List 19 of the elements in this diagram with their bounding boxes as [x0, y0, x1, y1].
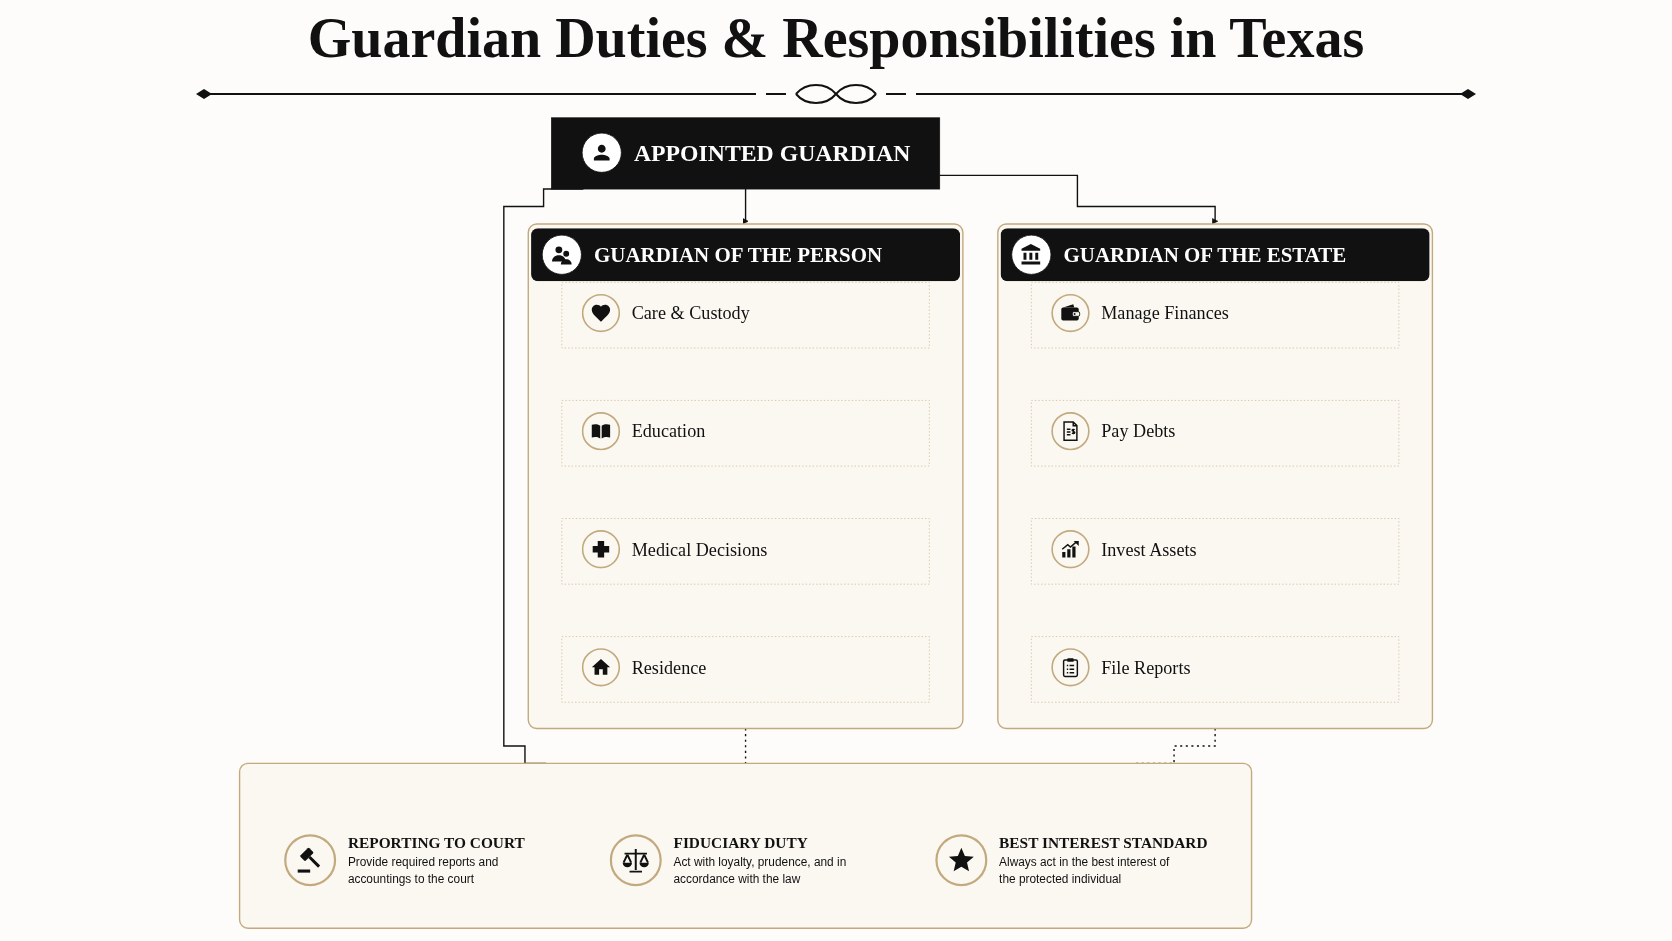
arrow	[939, 174, 1219, 225]
cluster	[238, 762, 1253, 929]
node-label: Always act in the best interest of the protected individual	[999, 855, 1170, 886]
node-label: FIDUCIARY DUTY	[673, 834, 808, 852]
node-box: Education	[561, 400, 930, 467]
node-label: BEST INTEREST STANDARD	[999, 834, 1208, 852]
node-box: File Reports	[1031, 636, 1400, 703]
node-box: APPOINTED GUARDIAN	[551, 117, 941, 190]
node-box: Manage Finances	[1031, 281, 1400, 349]
node-label: REPORTING TO COURT	[347, 834, 525, 852]
arrow	[742, 188, 749, 225]
title: Guardian Duties & Responsibilities in Texas	[307, 6, 1365, 70]
node-box: Invest Assets	[1031, 518, 1400, 585]
node-box: Care & Custody	[561, 281, 930, 349]
node-label: Act with loyalty, prudence, and in accordance with the law	[673, 855, 847, 886]
node-box: Pay Debts	[1031, 400, 1400, 467]
node-box: Medical Decisions	[561, 518, 930, 585]
node-label: Provide required reports and accountings to the court	[347, 855, 499, 886]
node-box: Residence	[561, 636, 930, 703]
